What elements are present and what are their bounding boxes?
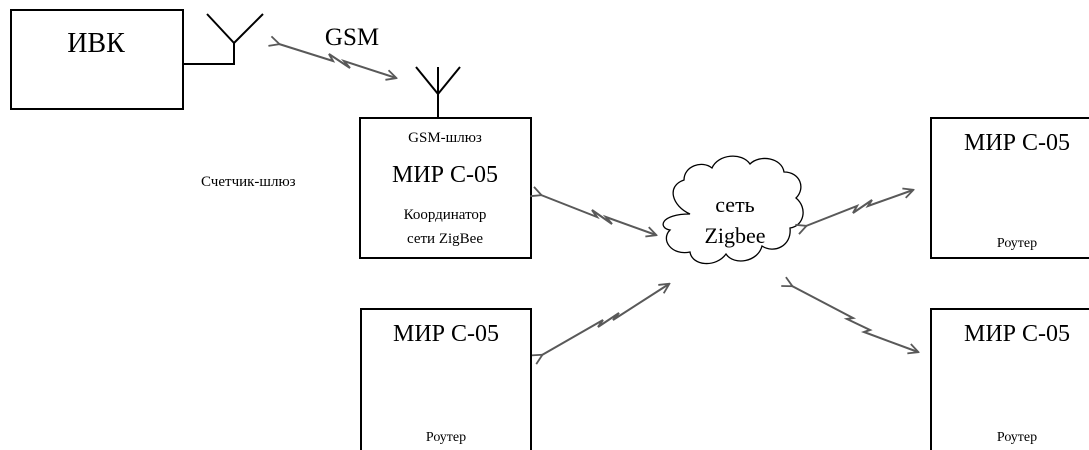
ivk-title: ИВК: [67, 28, 125, 59]
gateway-box: [359, 117, 532, 259]
router-right-top-model: МИР С-05: [964, 130, 1070, 156]
gateway-side-label: Счетчик-шлюз: [201, 174, 296, 190]
ivk-box: [10, 9, 184, 110]
ivk-antenna-icon: [183, 13, 264, 65]
cloud-label-line1: сеть: [715, 192, 754, 217]
cloud-label-line2: Zigbee: [704, 223, 765, 248]
router-bottom-right-box: [930, 308, 1089, 450]
gsm-link-arrow: [279, 44, 396, 78]
zigbee-network-cloud: сеть Zigbee: [662, 155, 804, 265]
gateway-cloud-link-arrow: [541, 195, 656, 235]
router-bottom-left-role: Роутер: [426, 430, 466, 445]
gateway-antenna-icon: [415, 66, 461, 118]
router-bottom-right-role: Роутер: [997, 430, 1037, 445]
router-right-top-role: Роутер: [997, 236, 1037, 251]
router-bottom-left-model: МИР С-05: [393, 321, 499, 347]
gsm-link: GSM: [279, 24, 396, 78]
gateway-top-label: GSM-шлюз: [408, 130, 482, 146]
router-right-top-link-arrow: [806, 190, 913, 226]
router-bottom-left: МИР С-05 Роутер: [360, 308, 532, 450]
router-bottom-left-link-arrow: [542, 284, 669, 355]
router-right-top-box: [930, 117, 1089, 259]
gateway-meter: Счетчик-шлюз GSM-шлюз МИР С-05 Координат…: [201, 66, 532, 259]
gateway-role-line2: сети ZigBee: [407, 231, 483, 247]
gateway-role-line1: Координатор: [404, 207, 487, 223]
router-right-top: МИР С-05 Роутер: [930, 117, 1089, 259]
ivk-node: ИВК: [10, 9, 264, 110]
router-bottom-right-link-arrow: [792, 286, 918, 352]
gateway-model: МИР С-05: [392, 162, 498, 188]
gsm-link-label: GSM: [325, 24, 379, 51]
router-bottom-right: МИР С-05 Роутер: [930, 308, 1089, 450]
router-bottom-left-box: [360, 308, 532, 450]
router-bottom-right-model: МИР С-05: [964, 321, 1070, 347]
